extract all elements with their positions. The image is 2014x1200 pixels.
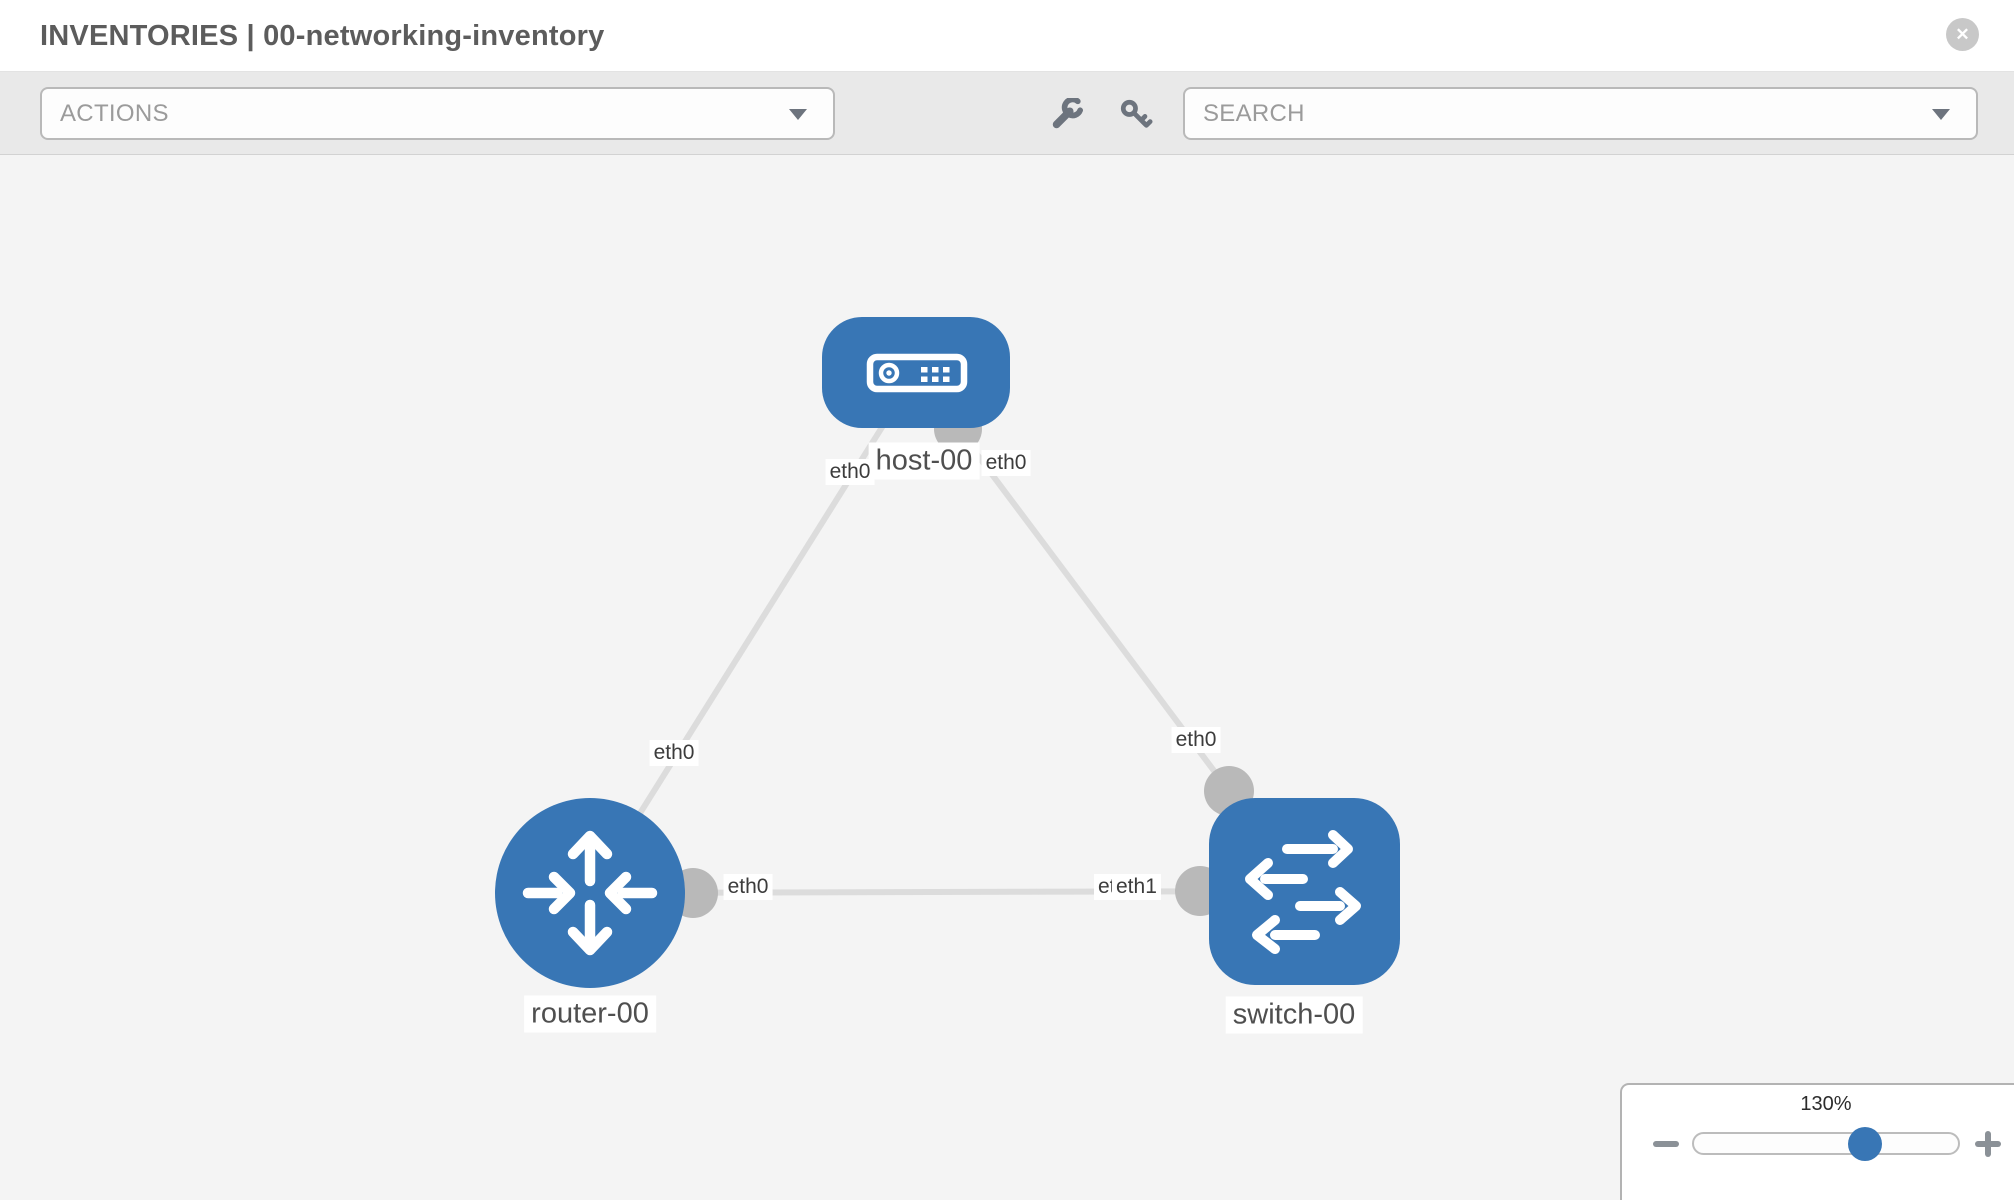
zoom-slider-thumb[interactable] bbox=[1848, 1127, 1882, 1161]
key-icon[interactable] bbox=[1119, 98, 1153, 132]
iface-label: eth0 bbox=[723, 874, 773, 900]
search-dropdown[interactable]: SEARCH bbox=[1183, 87, 1978, 140]
close-icon[interactable]: ✕ bbox=[1946, 18, 1979, 51]
node-host-00[interactable] bbox=[822, 317, 1010, 428]
caret-down-icon bbox=[1932, 109, 1950, 120]
iface-label: eth0 bbox=[649, 740, 699, 766]
server-icon bbox=[866, 353, 968, 393]
zoom-slider[interactable] bbox=[1692, 1132, 1960, 1155]
node-label-switch: switch-00 bbox=[1225, 996, 1363, 1034]
router-icon bbox=[522, 830, 658, 956]
iface-label: eth0 bbox=[1171, 727, 1221, 753]
toolbar: ACTIONS SEARCH bbox=[0, 72, 2014, 155]
node-switch-00[interactable] bbox=[1209, 798, 1400, 985]
actions-dropdown-label: ACTIONS bbox=[60, 99, 169, 127]
wrench-icon[interactable] bbox=[1049, 96, 1083, 132]
zoom-out-button[interactable] bbox=[1652, 1130, 1680, 1158]
caret-down-icon bbox=[789, 109, 807, 120]
zoom-in-button[interactable] bbox=[1974, 1130, 2002, 1158]
zoom-panel: 130% bbox=[1620, 1083, 2014, 1200]
search-placeholder: SEARCH bbox=[1203, 99, 1305, 127]
actions-dropdown[interactable]: ACTIONS bbox=[40, 87, 835, 140]
switch-icon bbox=[1245, 830, 1361, 954]
iface-label: eth0 bbox=[981, 450, 1031, 476]
iface-label: eth0 bbox=[825, 459, 875, 485]
node-label-host: host-00 bbox=[868, 442, 980, 480]
page-title: INVENTORIES | 00-networking-inventory bbox=[40, 19, 605, 52]
topology-canvas[interactable]: host-00 router-00 switch-00 eth0 eth0 et… bbox=[0, 156, 2014, 1200]
iface-label-over: eth1 bbox=[1112, 874, 1161, 900]
node-router-00[interactable] bbox=[495, 798, 685, 988]
zoom-level: 130% bbox=[1800, 1093, 1852, 1115]
node-label-router: router-00 bbox=[524, 995, 656, 1033]
header: INVENTORIES | 00-networking-inventory ✕ bbox=[0, 0, 2014, 72]
